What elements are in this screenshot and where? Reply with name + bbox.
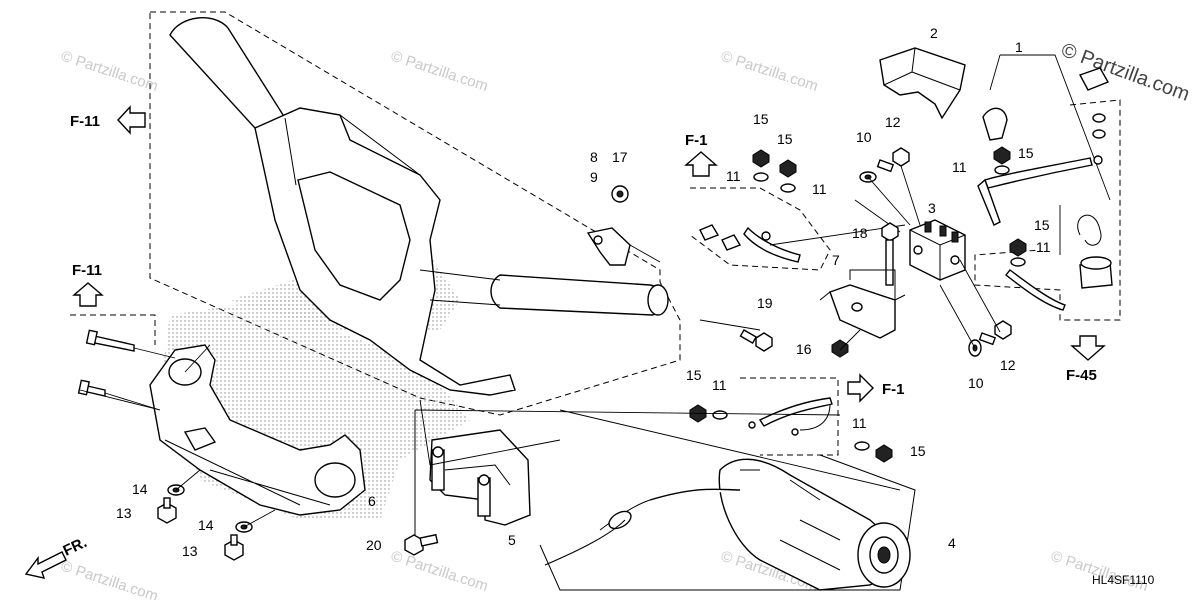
- callout-10-lower[interactable]: 10: [968, 375, 984, 391]
- relay-cover-2: [879, 47, 966, 120]
- winch-bracket-5: [414, 410, 531, 550]
- callout-15-relay[interactable]: 15: [1018, 145, 1034, 161]
- relay-bracket-7: [819, 269, 906, 339]
- watermark: © Partzilla.com: [59, 558, 160, 600]
- ref-arrow-f45: F-45: [1066, 335, 1106, 384]
- callout-20[interactable]: 20: [366, 537, 382, 553]
- callout-numbers: 1 2 3 4 5 6 7 8 9 10 10 11 11 11 11 11 1…: [116, 25, 1051, 559]
- ref-arrow-f1-lower: F-1: [847, 373, 905, 403]
- watermark: © Partzilla.com: [59, 48, 160, 95]
- callout-12-upper[interactable]: 12: [885, 114, 901, 130]
- callout-11-upper-left[interactable]: 11: [726, 168, 741, 184]
- watermark: © Partzilla.com: [719, 48, 820, 95]
- callout-5[interactable]: 5: [508, 532, 516, 548]
- callout-15-upper-left[interactable]: 15: [753, 111, 769, 127]
- watermark-corner: © Partzilla.com: [1058, 39, 1192, 106]
- callout-15-right[interactable]: 15: [1034, 217, 1050, 233]
- leader-lines: [79, 165, 1061, 491]
- watermark: © Partzilla.com: [389, 48, 490, 95]
- drawing-code: HL4SF1110: [1092, 573, 1155, 587]
- ref-arrow-f1-upper: F-1: [684, 132, 718, 177]
- ref-f11-left[interactable]: F-11: [72, 262, 102, 279]
- callout-9[interactable]: 9: [590, 169, 598, 185]
- battery-cable-1: [977, 54, 1111, 226]
- nut-16: [831, 339, 849, 358]
- callout-11-relay[interactable]: 11: [952, 159, 967, 175]
- washers-bolts-lower: [157, 469, 276, 561]
- winch-cable-lower: [740, 377, 839, 456]
- bracket-8-9: [586, 185, 661, 266]
- winch-cable-upper: [689, 187, 831, 271]
- bolt-20: [404, 533, 439, 556]
- callout-11-lower-left[interactable]: 11: [712, 377, 727, 393]
- callout-18[interactable]: 18: [852, 225, 868, 241]
- ref-f1-upper[interactable]: F-1: [685, 132, 708, 149]
- front-bumper: [169, 17, 669, 396]
- callout-14-lower[interactable]: 14: [198, 517, 214, 533]
- watermark: © Partzilla.com: [1049, 548, 1150, 595]
- callout-15-lower-right[interactable]: 15: [910, 443, 926, 459]
- bolt-12-upper: [859, 147, 910, 183]
- callout-11-right[interactable]: 11: [1036, 239, 1051, 255]
- callout-15-lower-left[interactable]: 15: [686, 367, 702, 383]
- callout-2[interactable]: 2: [930, 25, 938, 41]
- hardware-upper: [752, 149, 797, 193]
- hardware-lower: [689, 404, 893, 463]
- watermark: © Partzilla.com: [389, 548, 490, 595]
- callout-8[interactable]: 8: [590, 149, 598, 165]
- hardware-right: [993, 146, 1027, 267]
- ref-arrow-f11-top: F-11: [70, 105, 146, 135]
- callout-15-upper-right[interactable]: 15: [777, 131, 793, 147]
- ref-arrow-f11-left: F-11: [72, 262, 104, 307]
- callout-6[interactable]: 6: [368, 493, 376, 509]
- ref-f45[interactable]: F-45: [1066, 367, 1097, 384]
- callout-4[interactable]: 4: [948, 535, 956, 551]
- callout-11-lower-right[interactable]: 11: [852, 415, 867, 431]
- bracket-bolts: [77, 329, 176, 411]
- relay-3: [769, 199, 966, 281]
- solenoid-group: [974, 67, 1121, 321]
- ref-f11-top[interactable]: F-11: [70, 113, 100, 130]
- callout-14-upper[interactable]: 14: [132, 481, 148, 497]
- bolt-18: [881, 222, 899, 286]
- callout-16[interactable]: 16: [796, 341, 812, 357]
- winch-4: [539, 454, 916, 591]
- callout-12-lower[interactable]: 12: [1000, 357, 1016, 373]
- callout-3[interactable]: 3: [928, 200, 936, 216]
- callout-7[interactable]: 7: [832, 252, 840, 268]
- left-bolts-box: [70, 314, 156, 345]
- bolt-12-lower: [968, 320, 1012, 357]
- front-label: FR.: [61, 534, 90, 560]
- ref-f1-lower[interactable]: F-1: [882, 381, 905, 398]
- callout-17[interactable]: 17: [612, 149, 628, 165]
- callout-1[interactable]: 1: [1015, 39, 1023, 55]
- callout-11-upper-right[interactable]: 11: [812, 181, 827, 197]
- callout-19[interactable]: 19: [757, 295, 773, 311]
- callout-13-lower[interactable]: 13: [182, 543, 198, 559]
- callout-13-upper[interactable]: 13: [116, 505, 132, 521]
- callout-10-upper[interactable]: 10: [856, 129, 872, 145]
- bolt-19: [739, 329, 773, 352]
